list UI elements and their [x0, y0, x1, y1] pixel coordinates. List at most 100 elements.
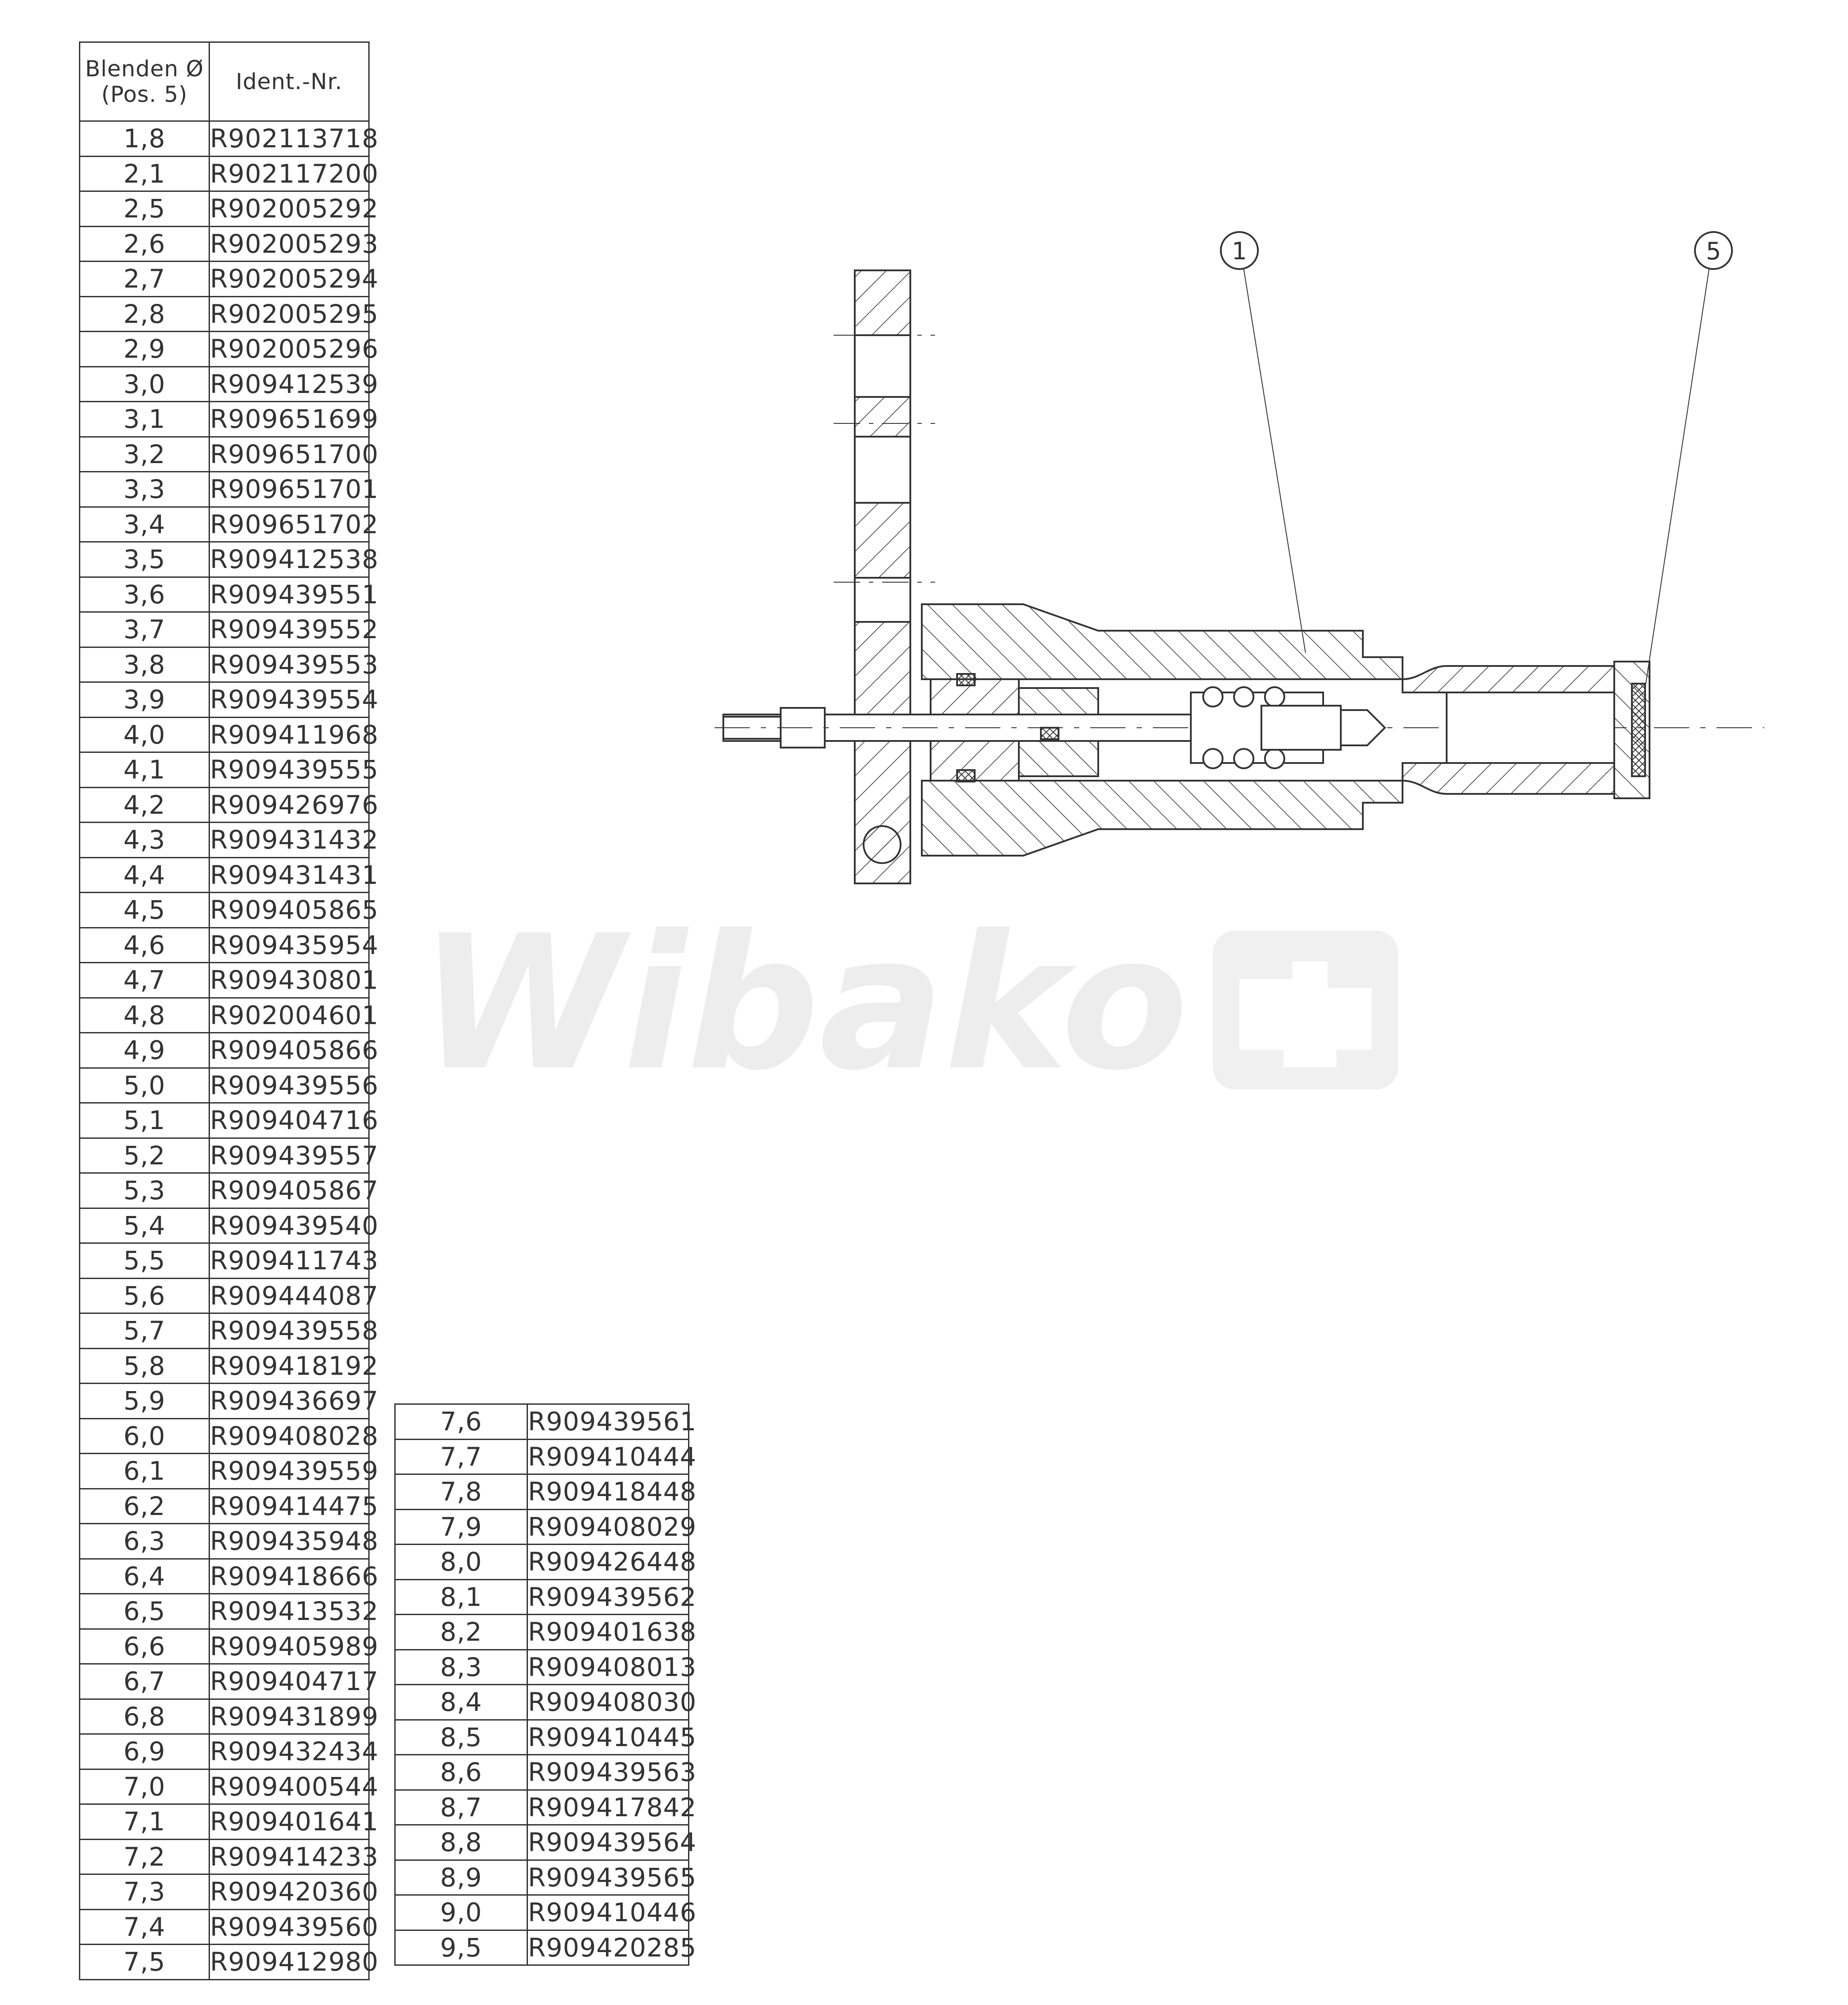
orifice-diameter-cell: 7,8 — [394, 1474, 528, 1510]
orifice-diameter-cell: 2,7 — [79, 261, 210, 297]
orifice-diameter-cell: 4,8 — [79, 997, 210, 1033]
orifice-pos5 — [1631, 683, 1646, 777]
ident-number-cell: R902005292 — [209, 191, 378, 227]
ident-number-cell: R909418666 — [209, 1558, 378, 1594]
orifice-diameter-cell: 2,1 — [79, 155, 210, 192]
ident-number-cell: R909439556 — [209, 1067, 378, 1103]
orifice-diameter-cell: 8,8 — [394, 1824, 528, 1861]
orifice-diameter-cell: 7,5 — [79, 1944, 210, 1980]
table-header-row: Blenden Ø (Pos. 5) Ident.-Nr. — [79, 41, 370, 122]
ident-number-cell: R909411743 — [209, 1242, 378, 1279]
orifice-diameter-cell: 3,9 — [79, 681, 210, 718]
orifice-diameter-cell: 8,6 — [394, 1754, 528, 1791]
ident-number-cell: R909405865 — [209, 892, 378, 928]
ident-number-cell: R902004601 — [209, 997, 378, 1033]
orifice-diameter-cell: 8,3 — [394, 1649, 528, 1685]
orifice-diameter-cell: 2,6 — [79, 225, 210, 262]
orifice-diameter-cell: 4,3 — [79, 822, 210, 858]
orifice-diameter-cell: 1,8 — [79, 120, 210, 157]
ident-number-cell: R909404716 — [209, 1102, 378, 1139]
ident-number-cell: R909404717 — [209, 1663, 378, 1700]
ident-number-cell: R909414475 — [209, 1488, 378, 1524]
ident-number-cell: R902005293 — [209, 225, 378, 262]
orifice-diameter-cell: 5,1 — [79, 1102, 210, 1139]
ident-number-cell: R909431899 — [209, 1698, 378, 1735]
ident-number-cell: R909435948 — [209, 1523, 378, 1560]
side-pin — [863, 825, 902, 864]
ident-number-cell: R909435954 — [209, 927, 378, 963]
leader-5 — [1645, 269, 1710, 688]
poppet — [1340, 709, 1386, 746]
wibako-watermark: Wibako — [419, 896, 1398, 1111]
orifice-diameter-cell: 5,4 — [79, 1207, 210, 1244]
orifice-diameter-cell: 2,9 — [79, 331, 210, 367]
orifice-diameter-cell: 5,3 — [79, 1172, 210, 1209]
balloon-1 — [1220, 231, 1259, 270]
orifice-diameter-cell: 8,4 — [394, 1684, 528, 1721]
orifice-diameter-cell: 6,0 — [79, 1418, 210, 1454]
ident-number-cell: R909426976 — [209, 786, 378, 823]
orifice-diameter-cell: 6,3 — [79, 1523, 210, 1560]
ident-number-cell: R909651701 — [209, 471, 378, 508]
orifice-diameter-cell: 3,0 — [79, 366, 210, 402]
orifice-diameter-cell: 3,3 — [79, 471, 210, 508]
orifice-diameter-cell: 4,9 — [79, 1032, 210, 1069]
orifice-diameter-cell: 8,0 — [394, 1544, 528, 1580]
ident-number-cell: R909410446 — [527, 1894, 696, 1931]
orifice-diameter-cell: 5,0 — [79, 1067, 210, 1103]
watermark-tractor-icon — [1239, 961, 1372, 1067]
orifice-diameter-cell: 3,5 — [79, 541, 210, 578]
orifice-diameter-cell: 6,6 — [79, 1628, 210, 1665]
ident-number-cell: R909439564 — [527, 1824, 696, 1861]
orifice-diameter-cell: 7,0 — [79, 1768, 210, 1805]
outlet-bore — [1446, 692, 1615, 764]
inner-spring — [1261, 705, 1342, 751]
orifice-diameter-cell: 4,4 — [79, 857, 210, 893]
ident-number-cell: R902005296 — [209, 331, 378, 367]
ident-number-cell: R909401638 — [527, 1614, 696, 1650]
header-ident-number: Ident.-Nr. — [209, 41, 370, 122]
orifice-diameter-cell: 5,2 — [79, 1137, 210, 1174]
ident-number-cell: R909418448 — [527, 1474, 696, 1510]
orifice-diameter-cell: 3,2 — [79, 436, 210, 472]
ident-number-cell: R909410445 — [527, 1719, 696, 1755]
orifice-diameter-cell: 5,8 — [79, 1347, 210, 1384]
balloon-5 — [1694, 231, 1733, 270]
ident-number-cell: R909405989 — [209, 1628, 378, 1665]
ident-number-cell: R909410444 — [527, 1438, 696, 1475]
orifice-diameter-cell: 7,4 — [79, 1908, 210, 1945]
